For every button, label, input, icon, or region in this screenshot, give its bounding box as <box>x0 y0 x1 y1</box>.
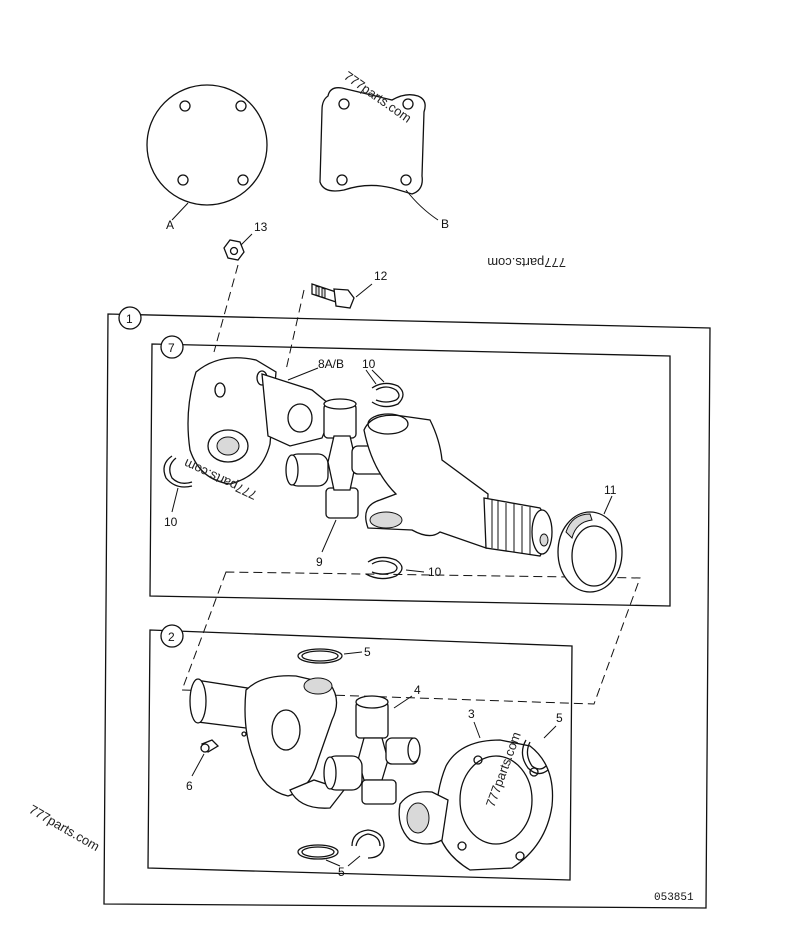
callout-12: 12 <box>374 269 388 283</box>
spider-9 <box>285 398 387 519</box>
callout-5a: 5 <box>364 645 371 659</box>
drawing-number: 053851 <box>654 892 694 904</box>
leader-3 <box>473 721 481 739</box>
dash-line-13 <box>213 264 239 353</box>
leader-10c <box>405 569 425 573</box>
flange-yoke-3 <box>398 739 554 871</box>
flange-yoke-8ab <box>187 357 335 485</box>
slip-yoke <box>363 413 553 557</box>
circlip-5-top <box>297 648 343 664</box>
leader-5b2 <box>347 855 361 867</box>
leader-5b <box>325 859 341 867</box>
leader-6 <box>191 753 205 777</box>
callout-2: 2 <box>168 630 175 644</box>
leader-8ab <box>287 367 319 381</box>
watermark-2: 777parts.com <box>341 68 414 125</box>
leader-4 <box>393 695 413 709</box>
bolt-12 <box>311 283 373 309</box>
callout-7: 7 <box>168 341 175 355</box>
callout-5b: 5 <box>338 865 345 879</box>
watermark-1: 777parts.com <box>487 255 566 270</box>
spider-4 <box>323 695 421 805</box>
callout-1-circle <box>118 306 142 330</box>
callout-7-circle <box>160 335 184 359</box>
leader-10b <box>171 487 179 513</box>
circlip-5-bottom-right <box>351 829 385 859</box>
subassembly-7-frame <box>149 343 671 607</box>
circlip-10-lower <box>365 556 403 580</box>
leader-10a <box>365 369 377 385</box>
circlip-10-left <box>163 455 193 488</box>
callout-a: A <box>166 218 174 232</box>
tube-yoke <box>189 675 346 809</box>
callout-13: 13 <box>254 220 268 234</box>
subassembly-2-frame <box>147 629 573 881</box>
flange-a <box>146 84 268 221</box>
leader-9 <box>321 519 337 553</box>
callout-3: 3 <box>468 707 475 721</box>
callout-4: 4 <box>414 683 421 697</box>
callout-6: 6 <box>186 779 193 793</box>
callout-1: 1 <box>126 312 133 326</box>
circlip-10-upper <box>371 382 404 408</box>
nut-13 <box>223 233 253 261</box>
callout-10c: 10 <box>428 565 442 579</box>
callout-10b: 10 <box>164 515 178 529</box>
leader-5a <box>343 651 363 655</box>
seal-11 <box>557 511 623 593</box>
leader-5c <box>543 725 557 739</box>
flange-b <box>319 87 439 221</box>
watermark-5: 777parts.com <box>27 802 103 854</box>
callout-8ab: 8A/B <box>318 357 344 371</box>
callout-9: 9 <box>316 555 323 569</box>
dash-line-mating <box>181 571 641 705</box>
callout-5c: 5 <box>556 711 563 725</box>
callout-11: 11 <box>604 483 617 497</box>
circlip-5-right <box>521 739 549 775</box>
callout-2-circle <box>160 624 184 648</box>
grease-nipple-6 <box>200 739 220 753</box>
leader-10a2 <box>371 369 385 383</box>
callout-b: B <box>441 217 449 231</box>
callout-10a: 10 <box>362 357 376 371</box>
dash-line-12 <box>285 289 305 371</box>
assembly-1-frame <box>103 313 711 909</box>
circlip-5-bottom-left <box>297 844 339 860</box>
leader-11 <box>603 495 613 515</box>
